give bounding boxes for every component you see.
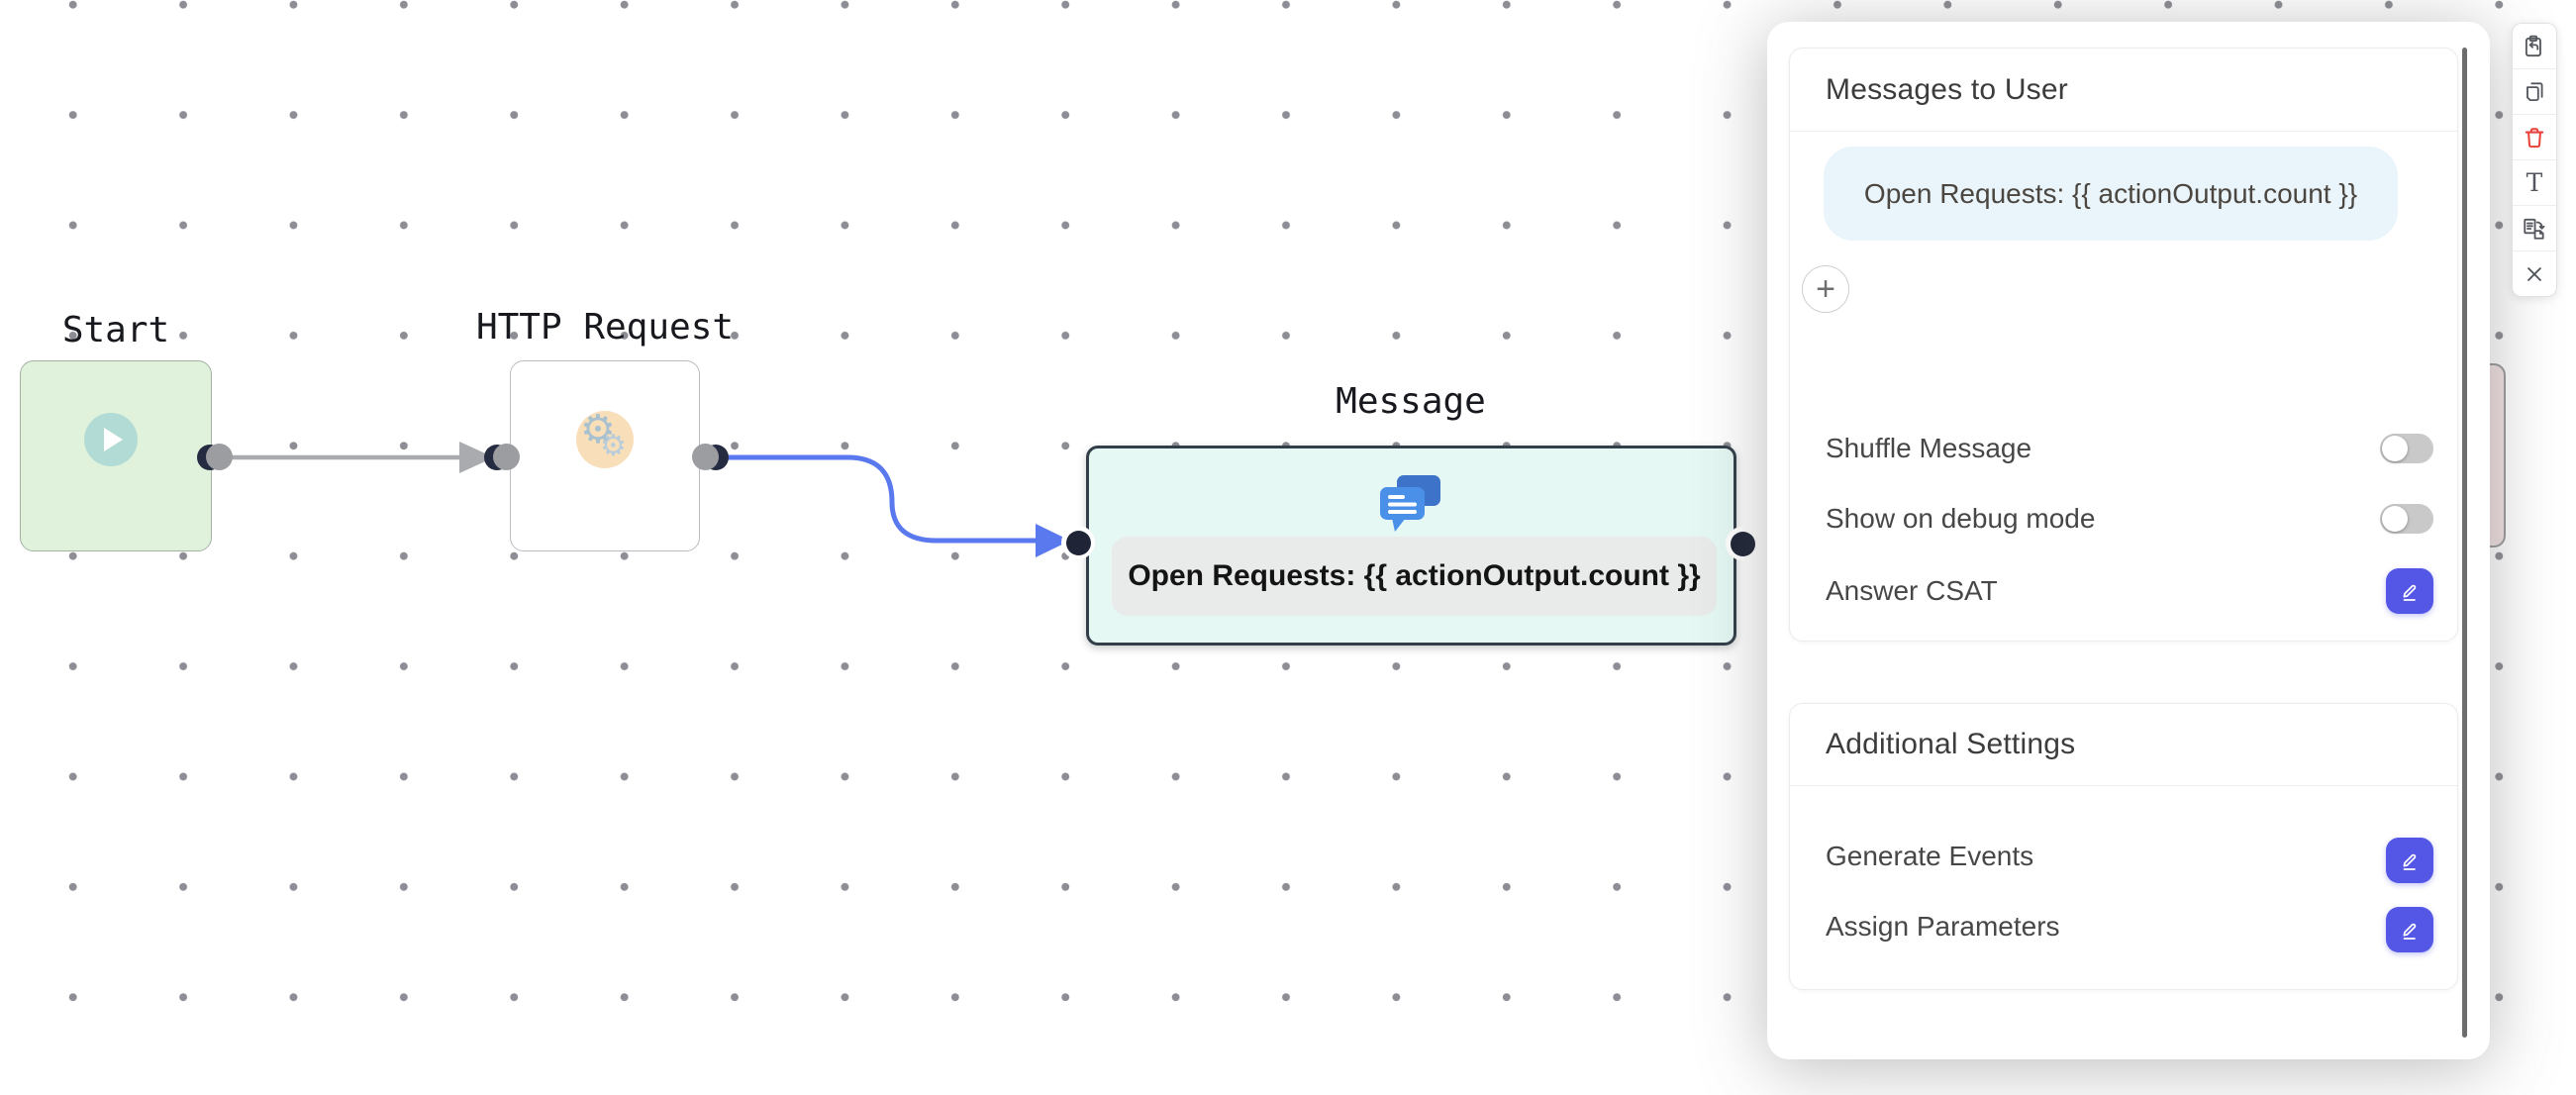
additional-settings-card: Additional Settings Generate Events Assi… xyxy=(1789,703,2458,990)
copy-icon xyxy=(2526,81,2543,101)
assign-parameters-edit-button[interactable] xyxy=(2386,907,2433,952)
panel-scrollbar[interactable] xyxy=(2462,48,2467,1038)
close-icon xyxy=(2527,266,2541,281)
message-input-port[interactable] xyxy=(1065,530,1091,555)
start-node[interactable] xyxy=(20,360,212,551)
assign-parameters-label: Assign Parameters xyxy=(1826,911,2060,942)
generate-events-label: Generate Events xyxy=(1826,841,2034,871)
paste-button[interactable] xyxy=(2513,24,2556,69)
text-icon: T xyxy=(2526,168,2543,197)
answer-csat-edit-button[interactable] xyxy=(2386,568,2433,614)
messages-to-user-card: Messages to User Open Requests: {{ actio… xyxy=(1789,48,2458,642)
trash-icon xyxy=(2525,127,2544,148)
text-button[interactable]: T xyxy=(2513,160,2556,206)
message-output-port[interactable] xyxy=(1730,531,1755,556)
chat-bubbles-icon xyxy=(1380,475,1440,532)
edit-pencil-icon xyxy=(2403,923,2417,940)
http-node-label: HTTP Request xyxy=(475,307,735,348)
message-node[interactable]: Open Requests: {{ actionOutput.count }} xyxy=(1086,446,1736,646)
http-input-handle[interactable] xyxy=(493,444,520,470)
start-output-handle[interactable] xyxy=(206,444,233,470)
plus-icon: + xyxy=(1816,270,1835,308)
paste-icon xyxy=(2525,35,2541,56)
http-request-node[interactable]: ⚙ ⚙ xyxy=(510,360,700,551)
http-output-handle[interactable] xyxy=(692,444,719,470)
close-button[interactable] xyxy=(2513,251,2556,296)
edit-pencil-icon xyxy=(2403,853,2417,870)
start-node-label: Start xyxy=(61,310,170,350)
additional-settings-title: Additional Settings xyxy=(1790,704,2457,786)
edge-start-to-http[interactable] xyxy=(232,442,494,473)
copy-button[interactable] xyxy=(2513,69,2556,115)
debug-mode-label: Show on debug mode xyxy=(1826,503,2096,534)
message-text-pill[interactable]: Open Requests: {{ actionOutput.count }} xyxy=(1112,537,1717,616)
edge-http-to-message[interactable] xyxy=(722,454,1070,557)
doc-transfer-icon xyxy=(2524,218,2545,240)
messages-section-title: Messages to User xyxy=(1790,49,2457,132)
delete-button[interactable] xyxy=(2513,115,2556,160)
shuffle-message-toggle[interactable] xyxy=(2380,434,2433,463)
generate-events-edit-button[interactable] xyxy=(2386,838,2433,883)
answer-csat-label: Answer CSAT xyxy=(1826,575,1998,606)
play-icon xyxy=(84,413,138,466)
add-message-button[interactable]: + xyxy=(1802,265,1849,313)
toggle-knob xyxy=(2382,506,2408,532)
message-node-label: Message xyxy=(1336,381,1486,422)
node-settings-panel: Messages to User Open Requests: {{ actio… xyxy=(1767,22,2490,1059)
edit-pencil-icon xyxy=(2403,584,2417,601)
node-actions-toolbar: T xyxy=(2512,23,2557,297)
toggle-knob xyxy=(2382,436,2408,461)
gears-icon: ⚙ ⚙ xyxy=(576,411,634,468)
message-preview-bubble[interactable]: Open Requests: {{ actionOutput.count }} xyxy=(1824,147,2398,241)
shuffle-message-label: Shuffle Message xyxy=(1826,433,2032,463)
transfer-button[interactable] xyxy=(2513,206,2556,251)
debug-mode-toggle[interactable] xyxy=(2380,504,2433,534)
